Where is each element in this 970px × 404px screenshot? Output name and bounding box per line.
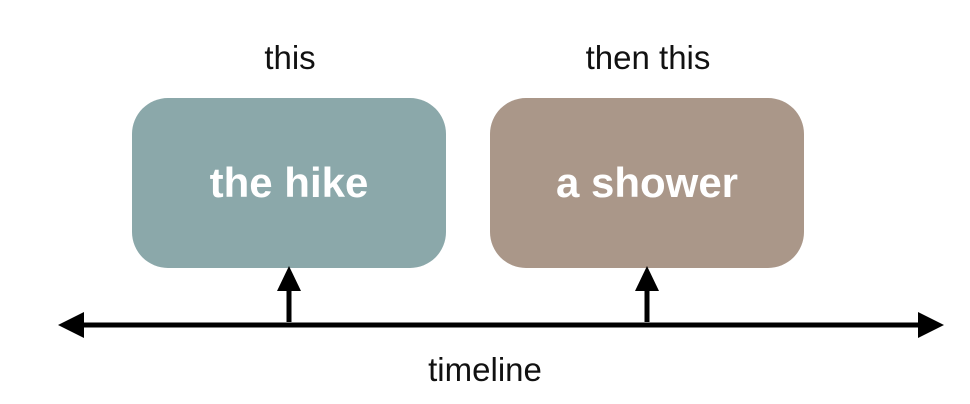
event-box-label: a shower: [555, 159, 739, 206]
timeline-right-arrowhead: [918, 312, 944, 338]
timeline-left-arrowhead: [58, 312, 84, 338]
timeline-label: timeline: [428, 351, 542, 388]
event-box-the-hike: the hike: [132, 98, 446, 268]
event-caption-then-this: then this: [585, 39, 711, 76]
event-caption-this: this: [264, 39, 316, 76]
event-box-a-shower: a shower: [490, 98, 804, 268]
event-pointer-arrow-right-head: [635, 266, 659, 291]
event-pointer-arrow-left-head: [277, 266, 301, 291]
event-box-label: the hike: [209, 159, 369, 206]
